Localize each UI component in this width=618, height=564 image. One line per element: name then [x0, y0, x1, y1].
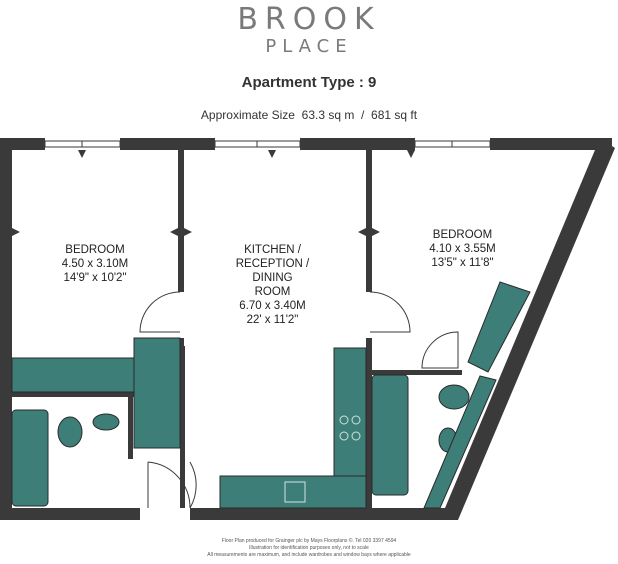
wall-left: [0, 138, 12, 520]
footer-line-1: Floor Plan produced for Grainger plc by …: [221, 538, 397, 544]
room-imperial: 13'5" x 11'8": [431, 257, 494, 269]
wall-top-far-right: [490, 138, 612, 150]
wall-top-mid: [120, 138, 215, 150]
toilet-2: [438, 384, 470, 410]
bathtub-2: [371, 374, 409, 496]
wardrobe-bed1: [11, 357, 138, 393]
wall-bath1-right: [128, 397, 133, 459]
room-metric: 6.70 x 3.40M: [239, 300, 306, 312]
toilet-1: [57, 416, 83, 448]
outer-walls: [0, 138, 615, 520]
room-metric: 4.50 x 3.10M: [61, 258, 129, 270]
fitted-units: [11, 281, 531, 449]
bathtub-1: [11, 409, 49, 507]
wardrobe-hall: [133, 337, 181, 449]
footer-disclaimer: Floor Plan produced for Grainger plc by …: [0, 538, 618, 559]
size-sqm: 63.3 sq m: [301, 108, 355, 122]
wall-bath2-top: [372, 370, 462, 375]
room-kitchen-reception: KITCHEN / RECEPTION / DINING ROOM 6.70 x…: [205, 243, 340, 327]
room-bedroom-1: BEDROOM 4.50 x 3.10M 14'9" x 10'2": [40, 243, 150, 285]
bath2-unit: [423, 375, 497, 509]
wall-diagonal: [440, 138, 615, 520]
brand-name: BROOK: [237, 2, 381, 37]
hob: [284, 415, 361, 503]
room-imperial: 22' x 11'2": [246, 314, 299, 326]
dimension-markers: [12, 150, 415, 236]
approximate-size: Approximate Size 63.3 sq m / 681 sq ft: [0, 108, 618, 122]
kitchen-counter-bottom: [219, 475, 367, 509]
room-bedroom-2: BEDROOM 4.10 x 3.55M 13'5" x 11'8": [405, 228, 520, 270]
doors: [139, 291, 459, 509]
size-label: Approximate Size: [200, 108, 295, 122]
door-entrance: [189, 461, 197, 509]
wall-hall: [180, 346, 185, 508]
apartment-type-heading: Apartment Type : 9: [241, 74, 377, 91]
door-bath1: [147, 461, 191, 509]
kitchen-units: [219, 347, 367, 509]
interior-walls: [12, 150, 462, 508]
wall-bed1-kitchen: [178, 150, 184, 292]
room-name-line2: RECEPTION /: [235, 258, 310, 270]
wall-bottom-left: [0, 508, 140, 520]
wall-bottom-right: [190, 508, 450, 520]
wall-bed1-kitchen-lower: [178, 338, 184, 348]
door-bed1: [139, 291, 181, 333]
room-name: BEDROOM: [432, 229, 493, 241]
room-name-line3: DINING: [252, 272, 293, 284]
room-name-line1: KITCHEN /: [244, 244, 301, 256]
size-separator: /: [361, 108, 365, 122]
room-name: BEDROOM: [65, 244, 125, 256]
bathroom-2-fixtures: [371, 374, 497, 509]
wall-top-right: [300, 138, 415, 150]
footer-line-3: All measurements are maximum, and includ…: [207, 552, 411, 558]
door-bed2: [369, 291, 411, 333]
windows: [44, 140, 491, 148]
room-imperial: 14'9" x 10'2": [63, 272, 127, 284]
footer-line-2: Illustration for identification purposes…: [249, 545, 369, 551]
wall-kitchen-bed2: [366, 150, 372, 292]
wall-bath2-left: [366, 375, 372, 508]
brand-subname: PLACE: [265, 36, 353, 57]
wardrobe-bed2: [467, 281, 531, 373]
door-bath2: [421, 331, 459, 369]
bathroom-1-fixtures: [11, 409, 120, 507]
size-sqft: 681 sq ft: [371, 108, 418, 122]
basin-1: [92, 413, 120, 431]
wall-kitchen-bed2-lower: [366, 338, 372, 378]
wall-bath1-top: [12, 392, 137, 397]
room-name-line4: ROOM: [254, 286, 291, 298]
room-metric: 4.10 x 3.55M: [429, 243, 496, 255]
